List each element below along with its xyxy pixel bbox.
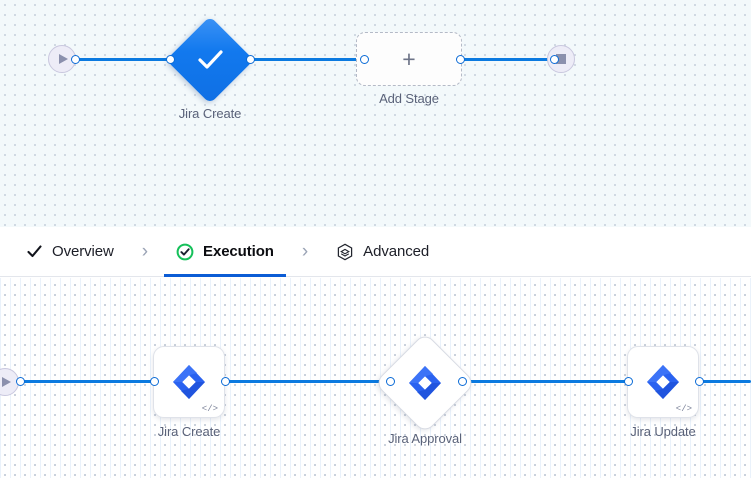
- top-pipeline-canvas[interactable]: Jira Create + Add Stage: [0, 0, 751, 227]
- node-label: Jira Create: [157, 424, 221, 439]
- jira-icon: [405, 363, 445, 403]
- edge-add-stage-to-end: [460, 58, 554, 61]
- node-label: Jira Create: [178, 106, 242, 121]
- hexagon-layers-icon: [336, 243, 354, 261]
- edge-jira-create-to-jira-approval: [224, 380, 390, 383]
- port-end-in[interactable]: [550, 55, 559, 64]
- tab-label: Overview: [52, 243, 114, 260]
- tab-overview[interactable]: Overview: [24, 227, 116, 277]
- play-icon: [2, 377, 11, 387]
- port-jira-update-out[interactable]: [695, 377, 704, 386]
- edge-jira-create-to-add-stage: [250, 58, 364, 61]
- port-jira-create-top-out[interactable]: [246, 55, 255, 64]
- jira-icon: [169, 362, 209, 402]
- node-jira-create-top[interactable]: Jira Create: [166, 16, 254, 121]
- edge-start-to-jira-create: [74, 58, 170, 61]
- add-stage-button[interactable]: +: [356, 32, 462, 86]
- diamond-shape: [374, 332, 476, 434]
- active-tab-underline: [164, 273, 286, 277]
- tab-separator-2: ›: [301, 241, 309, 262]
- diamond-shape: [166, 16, 254, 104]
- port-jira-approval-out[interactable]: [458, 377, 467, 386]
- port-jira-create-in[interactable]: [150, 377, 159, 386]
- tab-execution[interactable]: Execution: [164, 227, 286, 277]
- plus-icon: +: [402, 45, 416, 72]
- port-jira-create-top-in[interactable]: [166, 55, 175, 64]
- node-jira-update[interactable]: </> Jira Update: [627, 346, 699, 439]
- stop-icon: [556, 54, 566, 64]
- node-label: Jira Update: [630, 424, 696, 439]
- tab-label: Advanced: [363, 243, 430, 260]
- node-jira-create[interactable]: </> Jira Create: [153, 346, 225, 439]
- edge-jira-update-outgoing: [694, 380, 751, 383]
- tab-label: Execution: [203, 243, 274, 260]
- port-add-stage-out[interactable]: [456, 55, 465, 64]
- check-icon: [26, 243, 43, 260]
- node-add-stage[interactable]: + Add Stage: [356, 32, 462, 106]
- green-check-circle-icon: [176, 243, 194, 261]
- tab-advanced[interactable]: Advanced: [334, 227, 431, 277]
- edge-start-to-jira-create: [20, 380, 160, 383]
- node-label: Jira Approval: [388, 431, 462, 446]
- node-label: Add Stage: [379, 91, 439, 106]
- jira-icon: [643, 362, 683, 402]
- port-start-out[interactable]: [71, 55, 80, 64]
- port-jira-approval-in[interactable]: [386, 377, 395, 386]
- edge-jira-approval-to-jira-update: [462, 380, 630, 383]
- port-add-stage-in[interactable]: [360, 55, 369, 64]
- code-badge: </>: [675, 404, 692, 414]
- node-jira-approval[interactable]: Jira Approval: [374, 332, 476, 446]
- card-shape: </>: [627, 346, 699, 418]
- code-badge: </>: [201, 404, 218, 414]
- port-bottom-start-out[interactable]: [16, 377, 25, 386]
- tab-separator-1: ›: [141, 241, 149, 262]
- card-shape: </>: [153, 346, 225, 418]
- execution-pipeline-canvas[interactable]: </> Jira Create Jira Approval: [0, 278, 751, 478]
- port-jira-create-out[interactable]: [221, 377, 230, 386]
- play-icon: [59, 54, 68, 64]
- stage-tab-bar: Overview › Execution › Advance: [0, 227, 751, 277]
- port-jira-update-in[interactable]: [624, 377, 633, 386]
